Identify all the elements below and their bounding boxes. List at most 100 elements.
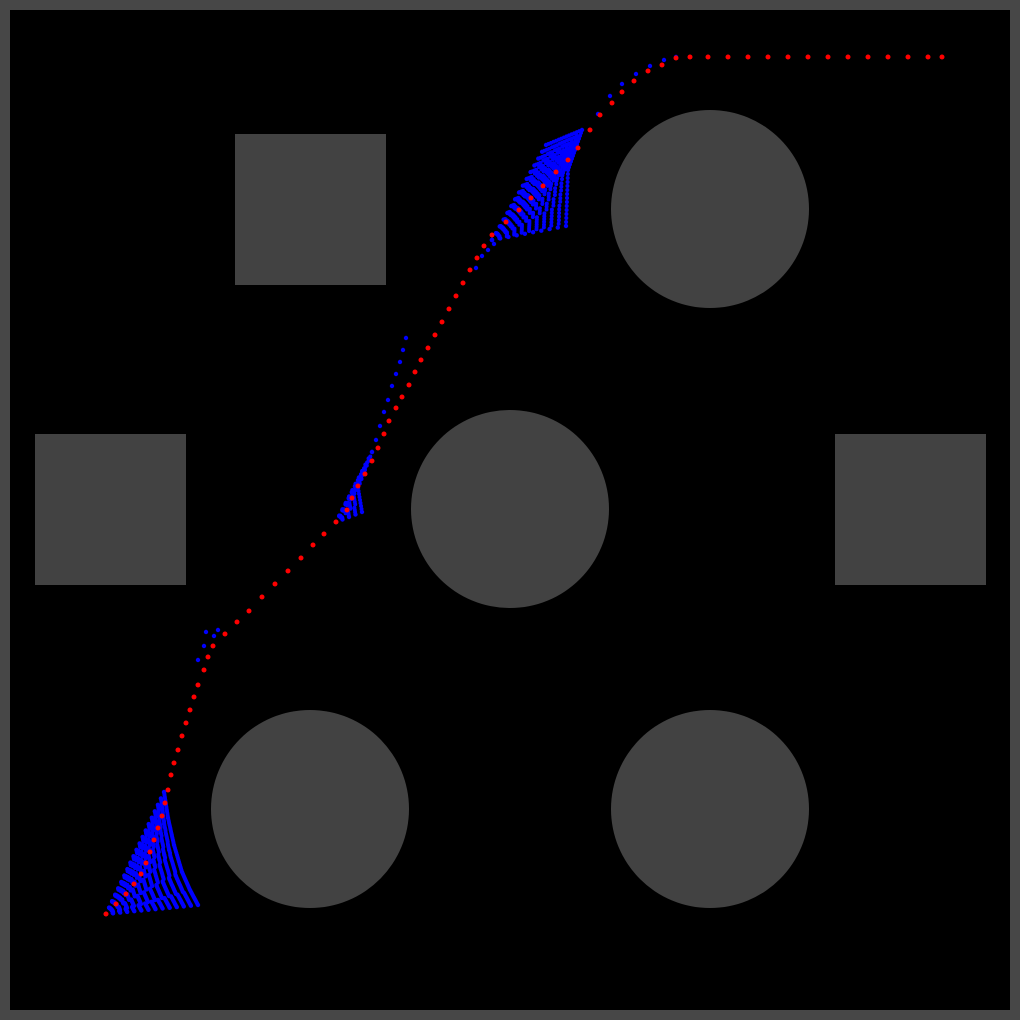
path-waypoint	[516, 207, 522, 213]
path-waypoint	[179, 733, 185, 739]
sample-point	[565, 196, 569, 200]
sample-point	[166, 846, 171, 851]
sample-point	[544, 207, 549, 212]
path-waypoint	[453, 293, 459, 299]
path-waypoint	[355, 483, 361, 489]
path-waypoint	[785, 54, 791, 60]
sample-point	[171, 841, 176, 846]
path-waypoint	[481, 243, 487, 249]
square-obstacle	[35, 434, 186, 585]
sample-point	[562, 167, 567, 172]
path-waypoint	[503, 219, 509, 225]
wall-segment	[0, 0, 10, 1020]
sample-point	[565, 184, 570, 188]
path-waypoint	[191, 694, 197, 700]
sample-point	[564, 220, 569, 224]
sample-point	[359, 477, 364, 481]
path-waypoint	[745, 54, 751, 60]
sample-point	[565, 176, 570, 180]
sample-point	[558, 196, 563, 201]
sample-point	[132, 908, 137, 913]
sample-point	[549, 220, 554, 225]
sample-point	[542, 211, 547, 216]
sample-point	[557, 214, 561, 219]
path-waypoint	[201, 667, 207, 673]
sample-point	[359, 504, 363, 508]
sample-point	[549, 214, 554, 218]
sample-point	[555, 176, 560, 181]
path-waypoint	[349, 495, 355, 501]
sample-point	[547, 226, 552, 232]
wall-segment	[1010, 0, 1020, 1020]
path-waypoint	[575, 145, 581, 151]
sample-point	[557, 211, 562, 215]
sample-point	[563, 223, 569, 229]
sample-point	[548, 187, 553, 192]
sample-point	[118, 910, 123, 915]
sample-point	[111, 911, 115, 916]
sample-point	[366, 459, 371, 463]
obstacles	[35, 110, 986, 908]
sample-point	[479, 253, 485, 259]
sample-point	[154, 831, 159, 836]
sample-point	[553, 189, 557, 194]
path-waypoint	[344, 507, 350, 513]
sample-point	[534, 206, 538, 211]
sample-point	[512, 232, 517, 237]
sample-point	[522, 231, 528, 236]
path-waypoint	[474, 255, 480, 261]
sample-point	[561, 170, 566, 175]
sample-point	[556, 221, 561, 226]
sample-point	[542, 214, 547, 219]
sample-point	[549, 223, 554, 228]
sample-point	[555, 225, 560, 230]
sample-point	[527, 211, 532, 215]
path-waypoint	[175, 747, 181, 753]
sample-point	[564, 208, 569, 212]
planned-path	[103, 54, 945, 917]
sample-point	[549, 207, 554, 212]
path-waypoint	[460, 280, 466, 286]
sample-point	[565, 180, 570, 184]
sample-point	[144, 887, 149, 892]
sample-point	[540, 189, 545, 194]
sample-point	[530, 202, 535, 207]
sample-point	[546, 191, 551, 196]
sample-point	[546, 197, 551, 202]
sample-point	[397, 359, 403, 365]
sample-point	[364, 463, 369, 468]
sample-point	[559, 184, 564, 189]
sample-point	[356, 489, 361, 493]
sample-point	[165, 814, 170, 819]
sample-point	[357, 495, 362, 499]
path-waypoint	[845, 54, 851, 60]
sample-point	[553, 186, 558, 191]
sample-point	[619, 81, 625, 87]
sample-point	[633, 71, 639, 77]
sample-point	[544, 201, 549, 206]
path-waypoint	[381, 431, 387, 437]
sample-point	[540, 202, 545, 206]
sample-point	[564, 212, 569, 216]
path-waypoint	[147, 849, 153, 855]
path-waypoint	[425, 345, 431, 351]
sample-point	[143, 865, 148, 870]
path-waypoint	[565, 157, 571, 163]
sample-point	[542, 222, 546, 227]
path-waypoint	[234, 619, 240, 625]
sample-point	[607, 93, 613, 99]
sample-point	[541, 225, 546, 230]
sample-point	[545, 156, 550, 161]
sample-point	[546, 194, 551, 199]
sample-point	[661, 57, 667, 63]
sample-point	[647, 63, 653, 69]
sample-point	[542, 192, 547, 197]
path-waypoint	[123, 891, 129, 897]
path-waypoint	[885, 54, 891, 60]
sample-point	[560, 165, 565, 169]
sample-point	[203, 629, 209, 635]
sample-point	[542, 219, 547, 224]
sample-point	[195, 657, 201, 663]
sample-point	[568, 150, 573, 155]
